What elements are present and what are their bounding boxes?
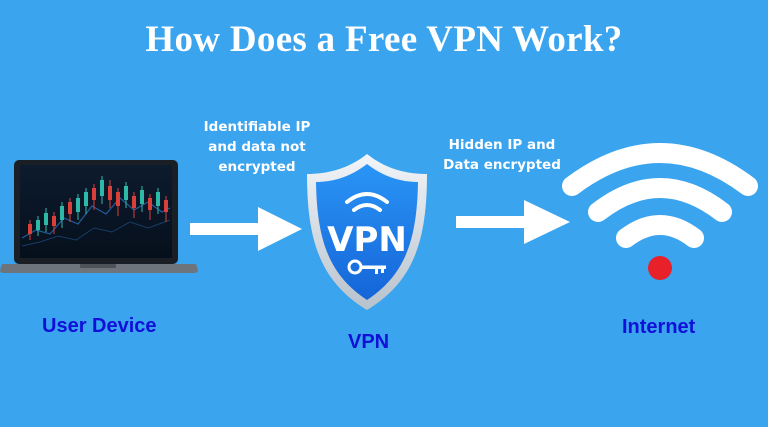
signal-dot xyxy=(648,256,672,280)
vpn-shield-icon: VPN xyxy=(307,154,427,310)
note-line: Hidden IP and xyxy=(448,137,556,153)
label-vpn: VPN xyxy=(348,331,390,353)
page-title: How Does a Free VPN Work? xyxy=(145,19,623,60)
note-encrypted: Hidden IP and Data encrypted xyxy=(437,135,567,175)
note-unencrypted: Identifiable IP and data not encrypted xyxy=(192,117,322,177)
laptop-icon xyxy=(0,160,198,273)
label-user-device: User Device xyxy=(42,315,157,337)
arrow-right-icon xyxy=(190,207,302,251)
arrow-right-icon xyxy=(456,200,570,244)
wifi-icon xyxy=(562,143,758,280)
note-line: and data not xyxy=(208,139,306,155)
label-internet: Internet xyxy=(622,316,696,338)
note-line: Data encrypted xyxy=(443,157,561,173)
shield-label: VPN xyxy=(327,220,407,260)
key-icon xyxy=(347,259,386,275)
note-line: encrypted xyxy=(218,159,296,175)
note-line: Identifiable IP xyxy=(203,119,311,135)
